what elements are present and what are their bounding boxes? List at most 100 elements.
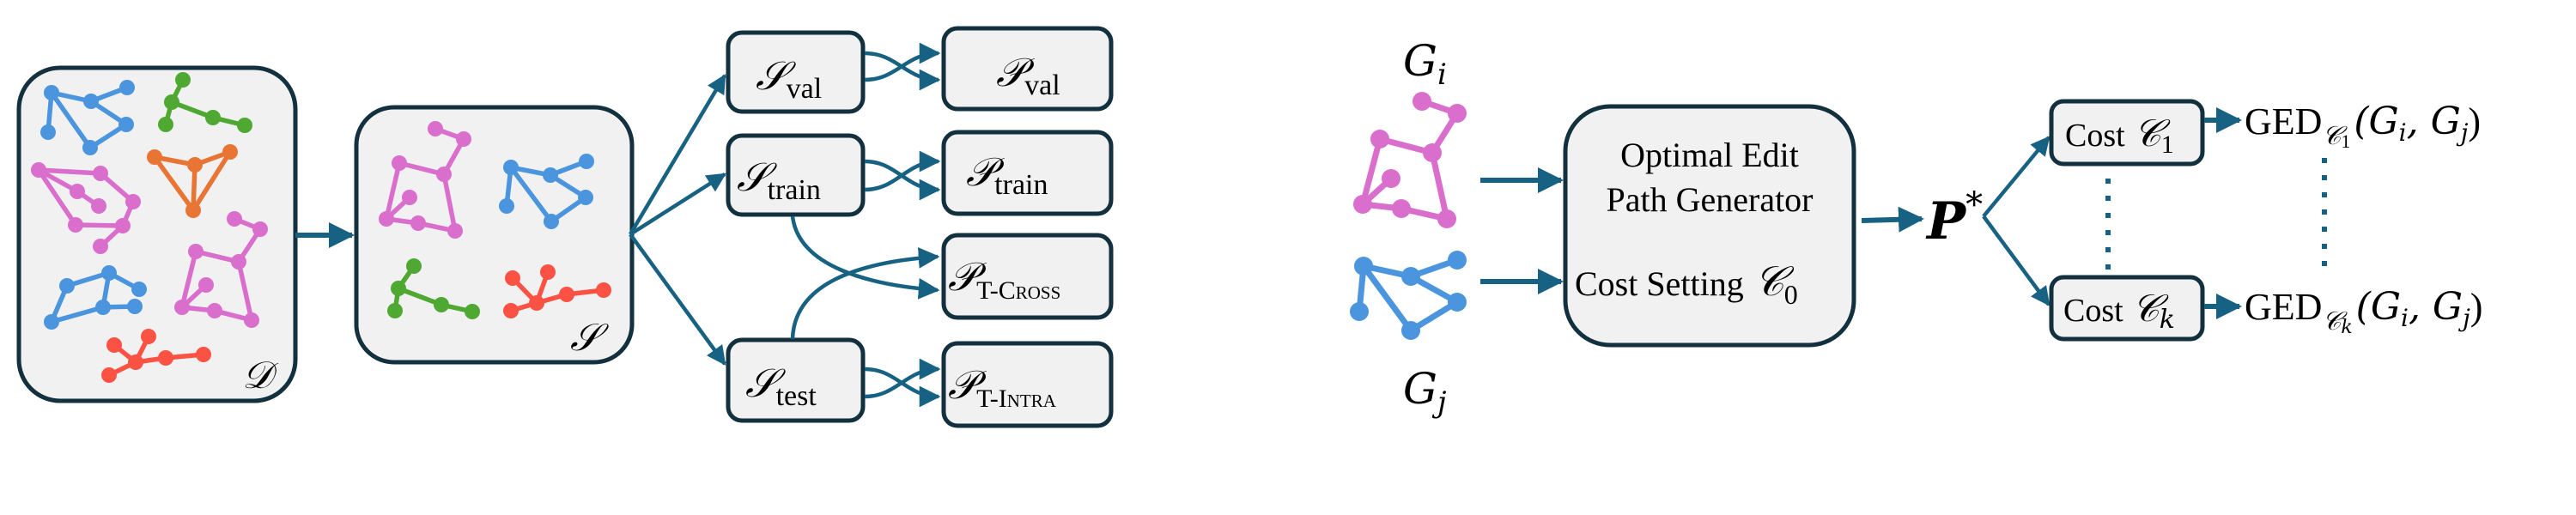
graph-node: [1354, 257, 1373, 276]
arrow-val-cross-b: [864, 42, 941, 82]
graph-node: [499, 198, 514, 214]
cost-box-k-frame: [2049, 275, 2205, 342]
pairs-t-cross: 𝒫T-Cross: [941, 233, 1114, 320]
graph-node: [1353, 195, 1372, 214]
dataset-graph-green: [158, 72, 252, 133]
graph-node: [1401, 321, 1420, 340]
subset-graphs: [379, 121, 611, 319]
subset-graph-red: [503, 264, 611, 318]
graph-node: [1382, 169, 1400, 188]
graph-node: [579, 154, 594, 169]
left-panel: 𝒟 𝒮 𝒮val 𝒮train 𝒮test: [16, 26, 1114, 428]
arrow-path-to-cost-k: [1982, 215, 2050, 306]
graph-node: [131, 282, 147, 297]
graph-node: [91, 198, 106, 214]
graph-node: [125, 194, 141, 209]
graph-node: [119, 80, 135, 95]
graph-edge: [1360, 263, 1414, 334]
graph-edge: [49, 90, 93, 150]
arrow-subset-to-val: [629, 74, 726, 236]
graph-edge: [49, 305, 106, 324]
graph-j-drawing: [1350, 251, 1467, 340]
ged-output-k: GED𝒞k(Gi, Gj): [2245, 285, 2482, 338]
graph-node: [93, 166, 108, 181]
graph-node: [428, 121, 443, 136]
graph-node: [70, 184, 85, 199]
dataset-graph-pink-2: [174, 211, 268, 328]
generator-title-line2: Path Generator: [1606, 180, 1813, 219]
graph-node: [465, 304, 480, 319]
graph-node: [207, 303, 222, 318]
graph-node: [434, 297, 449, 312]
dataset-box: [16, 65, 298, 403]
split-test-label: 𝒮test: [745, 360, 817, 412]
graph-node: [82, 140, 98, 155]
pairs-t-cross-box: [941, 233, 1114, 320]
subset-graph-pink: [379, 121, 471, 239]
graph-node: [1448, 104, 1467, 123]
split-val-box: [726, 30, 866, 114]
dataset-graph-red: [101, 329, 211, 383]
graph-node: [1448, 293, 1467, 312]
graph-node: [1401, 267, 1420, 286]
graph-node: [1437, 209, 1456, 228]
dataset-graph-pink-1: [31, 162, 141, 254]
graph-node: [187, 157, 203, 173]
dataset-graph-orange: [147, 144, 238, 218]
cost-box-1-frame: [2049, 99, 2205, 167]
graph-node: [128, 354, 143, 370]
subset-graph-blue: [499, 154, 594, 229]
graph-node: [222, 144, 238, 160]
graph-node: [59, 278, 75, 294]
graph-i: [1353, 92, 1467, 228]
arrow-subset-to-test: [629, 233, 726, 366]
graph-node: [559, 287, 574, 302]
graph-edge: [508, 165, 554, 224]
graph-node: [205, 110, 221, 125]
graph-edge: [152, 154, 196, 213]
graph-node: [158, 350, 173, 366]
graph-node: [1350, 302, 1369, 321]
graph-edge: [191, 149, 233, 213]
graph-edge: [36, 167, 78, 227]
graph-node: [188, 244, 204, 259]
graph-edge: [179, 249, 198, 310]
arrow-generator-to-path: [1861, 206, 1924, 233]
graph-node: [392, 155, 407, 171]
graph-node: [410, 215, 426, 231]
graph-node: [164, 94, 179, 110]
graph-node: [1370, 130, 1389, 148]
graph-node: [198, 277, 214, 293]
graph-node: [387, 303, 403, 318]
pairs-t-cross-label: 𝒫T-Cross: [948, 253, 1060, 305]
graph-node: [147, 149, 162, 165]
graph-i-label: Gi: [1403, 36, 1447, 92]
graph-edge: [384, 161, 402, 221]
graph-edge: [236, 259, 254, 323]
graph-node: [252, 221, 268, 237]
split-test-box: [726, 337, 866, 423]
graph-node: [141, 329, 156, 344]
arrow-train-to-tcross: [790, 215, 940, 300]
graph-node: [1448, 251, 1467, 270]
graph-node: [227, 211, 242, 227]
graph-node: [68, 217, 83, 233]
graph-node: [1392, 199, 1411, 218]
graph-node: [447, 223, 463, 239]
split-train-box: [726, 133, 866, 217]
right-panel: Gi Gj Optimal Edit Path Generator Cost S…: [1350, 36, 2482, 420]
generator-box-frame: [1563, 104, 1856, 348]
graph-node: [540, 264, 556, 280]
graph-edge: [441, 172, 458, 233]
graph-node: [95, 300, 111, 315]
graph-j: [1350, 251, 1467, 340]
graph-node: [543, 167, 558, 183]
pairs-train: 𝒫train: [941, 130, 1114, 216]
graph-node: [456, 131, 471, 147]
graph-node: [101, 367, 117, 383]
